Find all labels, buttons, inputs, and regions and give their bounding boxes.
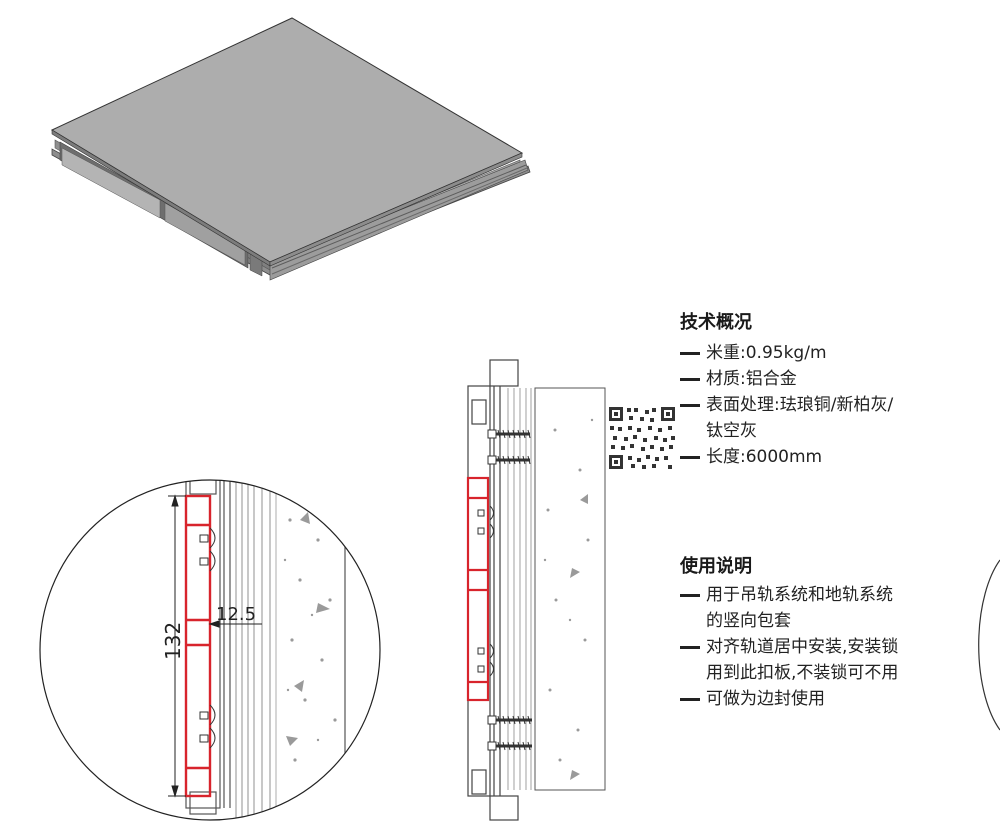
usage-title: 使用说明: [680, 556, 752, 577]
spec-item: 材质:铝合金: [680, 366, 893, 392]
specs-title: 技术概况: [680, 312, 752, 333]
usage-item: 对齐轨道居中安装,安装锁用到此扣板,不装锁可不用: [680, 634, 898, 686]
panel-isometric-render: [50, 17, 531, 281]
specs-list: 米重:0.95kg/m 材质:铝合金 表面处理:珐琅铜/新柏灰/钛空灰 长度:6…: [680, 340, 893, 470]
dimension-depth-label: 12.5: [216, 604, 256, 625]
dimension-height-label: 132: [161, 622, 185, 660]
usage-item: 用于吊轨系统和地轨系统的竖向包套: [680, 582, 898, 634]
usage-item: 可做为边封使用: [680, 686, 898, 712]
section-drawing: [466, 359, 606, 821]
qr-code: [608, 406, 676, 470]
highlight-profile: [184, 494, 212, 798]
section-highlight-profile: [466, 476, 490, 702]
spec-item: 米重:0.95kg/m: [680, 340, 893, 366]
usage-list: 用于吊轨系统和地轨系统的竖向包套 对齐轨道居中安装,安装锁用到此扣板,不装锁可不…: [680, 582, 898, 712]
cropped-circle-outline: [978, 559, 1000, 731]
detail-circle: 132 12.5: [39, 479, 381, 821]
spec-item: 表面处理:珐琅铜/新柏灰/钛空灰: [680, 392, 893, 444]
panel-top-face: [50, 17, 524, 263]
spec-item: 长度:6000mm: [680, 444, 893, 470]
